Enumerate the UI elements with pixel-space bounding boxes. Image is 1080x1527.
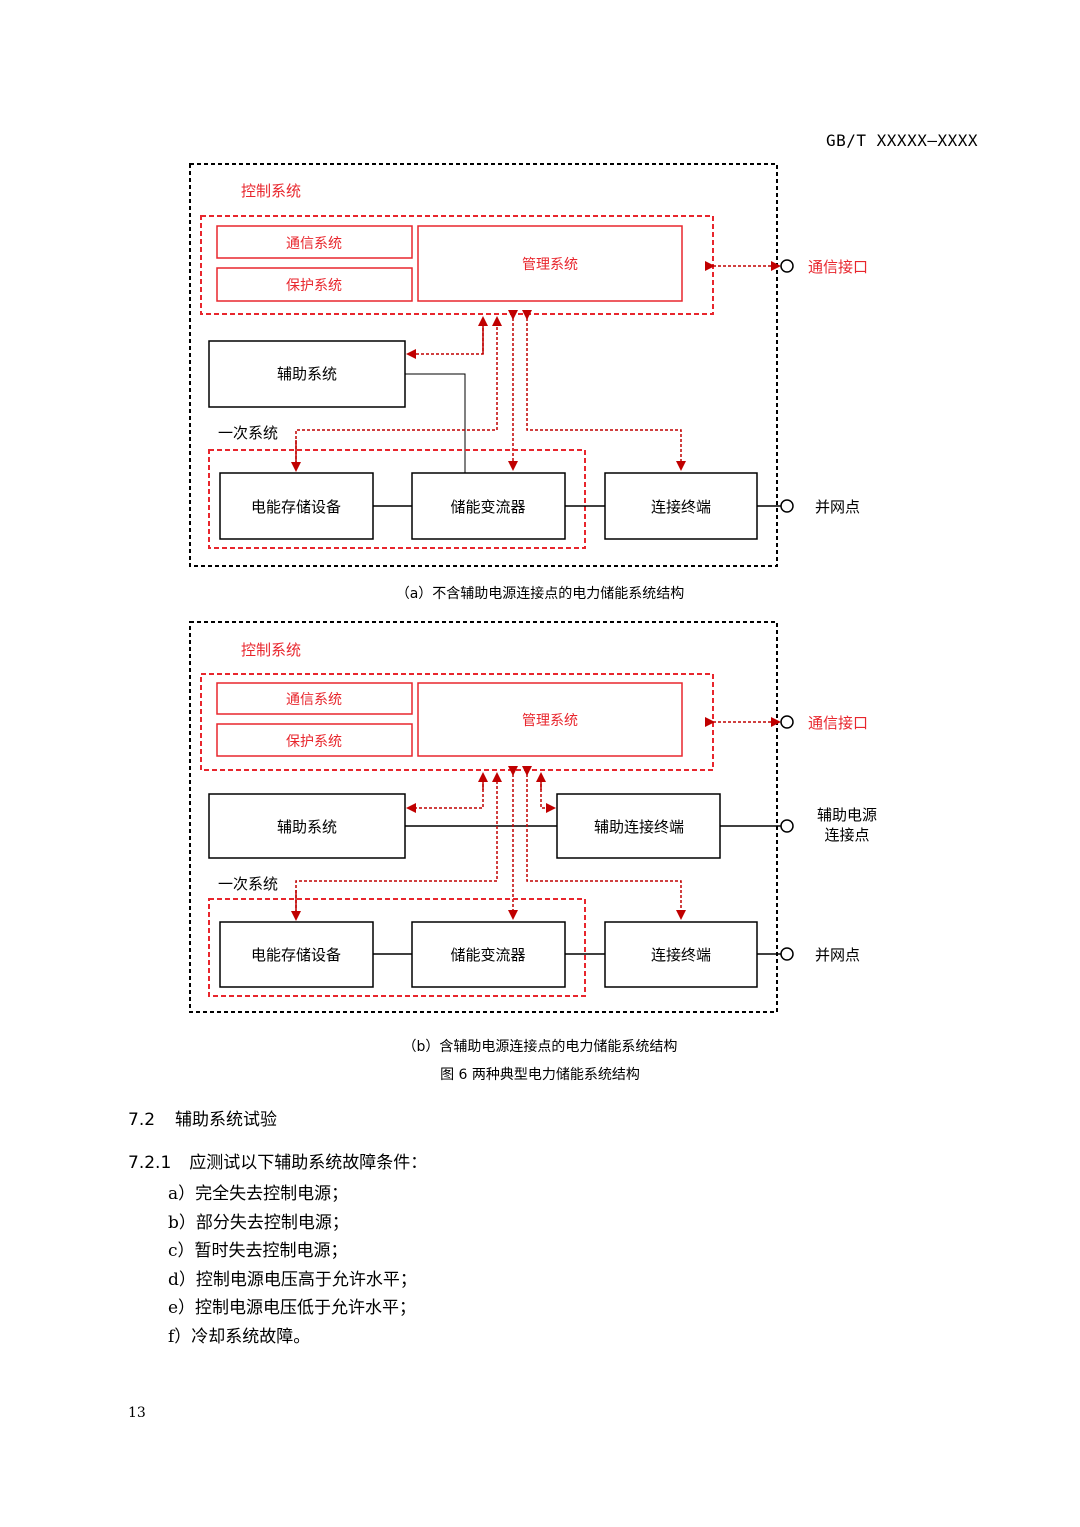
conditions-list: a）完全失去控制电源； b）部分失去控制电源； c）暂时失去控制电源； d）控制… xyxy=(168,1180,417,1351)
document-header: GB/T XXXXX—XXXX xyxy=(826,131,978,150)
list-item: d）控制电源电压高于允许水平； xyxy=(168,1269,417,1290)
list-item: c）暂时失去控制电源； xyxy=(168,1241,348,1261)
list-item: b）部分失去控制电源； xyxy=(168,1212,349,1233)
connection-terminal-label: 连接终端 xyxy=(651,946,711,964)
primary-system-label: 一次系统 xyxy=(218,875,278,893)
pcs-label: 储能变流器 xyxy=(450,946,525,964)
pcs-box xyxy=(411,921,566,988)
grid-point-port xyxy=(780,947,794,961)
connection-terminal-label: 连接终端 xyxy=(651,498,711,516)
diagram-a: 控制系统 通信系统 保护系统 管理系统 通信接口 辅助系统 一次系统 电能存储设… xyxy=(0,0,1080,580)
list-item: f）冷却系统故障。 xyxy=(168,1326,311,1347)
control-system-label: 控制系统 xyxy=(241,641,301,659)
management-system-label: 管理系统 xyxy=(522,257,578,273)
clause: 7.2.1 应测试以下辅助系统故障条件： xyxy=(128,1148,427,1173)
clause-number: 7.2.1 xyxy=(128,1153,172,1173)
section-heading: 7.2 辅助系统试验 xyxy=(128,1105,277,1130)
comm-interface-label: 通信接口 xyxy=(808,258,868,276)
list-item: e）控制电源电压低于允许水平； xyxy=(168,1298,417,1318)
section-number: 7.2 xyxy=(128,1110,156,1130)
terminal-control-link xyxy=(522,310,686,471)
aux-system-label: 辅助系统 xyxy=(277,365,337,383)
storage-control-link xyxy=(295,772,502,918)
connection-terminal-box xyxy=(604,472,758,540)
figure-caption: 图 6 两种典型电力储能系统结构 xyxy=(440,1067,640,1083)
comm-interface-label: 通信接口 xyxy=(808,714,868,732)
aux-power-point-label-1: 辅助电源 xyxy=(817,806,877,824)
comm-system-label: 通信系统 xyxy=(286,236,342,252)
protection-system-box xyxy=(216,267,413,302)
aux-power-line xyxy=(405,373,466,473)
management-system-label: 管理系统 xyxy=(522,713,578,729)
connection-terminal-box xyxy=(604,921,758,988)
diagram-b: 控制系统 通信系统 保护系统 管理系统 通信接口 辅助系统 辅助连接终端 辅助电… xyxy=(189,621,877,1013)
diagram-a-svg: 控制系统 通信系统 保护系统 管理系统 通信接口 辅助系统 一次系统 电能存储设… xyxy=(189,163,868,567)
aux-power-port xyxy=(780,819,794,833)
caption-b: （b）含辅助电源连接点的电力储能系统结构 xyxy=(402,1039,678,1055)
comm-interface-port xyxy=(780,715,794,729)
comm-interface-port xyxy=(780,259,794,273)
list-item: a）完全失去控制电源； xyxy=(168,1184,349,1204)
aux-power-point-label-2: 连接点 xyxy=(824,826,869,844)
pcs-box xyxy=(411,472,566,540)
primary-system-box xyxy=(208,449,586,549)
section-title: 辅助系统试验 xyxy=(175,1110,278,1130)
grid-point-port xyxy=(780,499,794,513)
storage-device-label: 电能存储设备 xyxy=(251,498,341,516)
comm-system-box xyxy=(216,682,413,715)
aux-system-box xyxy=(208,340,406,408)
storage-device-box xyxy=(219,472,374,540)
management-system-box xyxy=(417,225,683,302)
aux-terminal-control-link xyxy=(540,774,556,813)
management-system-box xyxy=(417,682,683,757)
outer-frame xyxy=(189,163,778,567)
primary-system-label: 一次系统 xyxy=(218,424,278,442)
storage-device-label: 电能存储设备 xyxy=(251,946,341,964)
grid-point-label: 并网点 xyxy=(815,946,860,964)
storage-device-box xyxy=(219,921,374,988)
clause-text: 应测试以下辅助系统故障条件： xyxy=(189,1153,428,1173)
control-system-label: 控制系统 xyxy=(241,182,301,200)
page-number: 13 xyxy=(128,1405,146,1421)
grid-point-label: 并网点 xyxy=(815,498,860,516)
primary-system-box xyxy=(208,898,586,997)
diagram-b-svg: 控制系统 通信系统 保护系统 管理系统 通信接口 辅助系统 辅助连接终端 辅助电… xyxy=(189,621,877,1013)
aux-system-label: 辅助系统 xyxy=(277,818,337,836)
comm-system-label: 通信系统 xyxy=(286,692,342,708)
protection-system-box xyxy=(216,723,413,757)
storage-control-link xyxy=(295,316,502,469)
protection-system-label: 保护系统 xyxy=(286,278,342,294)
aux-control-link xyxy=(406,774,484,813)
pcs-label: 储能变流器 xyxy=(450,498,525,516)
caption-a: （a）不含辅助电源连接点的电力储能系统结构 xyxy=(395,586,685,602)
comm-system-box xyxy=(216,225,413,259)
aux-connection-terminal-label: 辅助连接终端 xyxy=(594,818,684,836)
outer-frame xyxy=(189,621,778,1013)
protection-system-label: 保护系统 xyxy=(286,734,342,750)
